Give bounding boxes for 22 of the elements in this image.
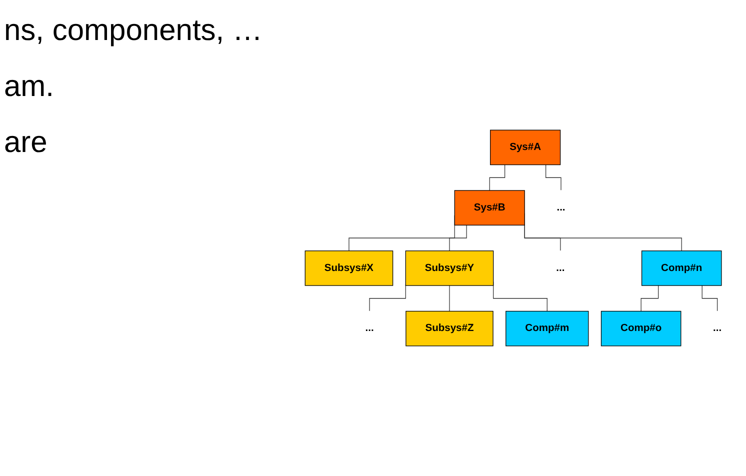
body-text: are	[4, 126, 48, 160]
node-text: ...	[556, 202, 566, 213]
body-text: am.	[4, 70, 56, 104]
node-box: Subsys#Y	[405, 250, 494, 286]
node-box: Subsys#Z	[406, 310, 494, 346]
node-text: ...	[556, 262, 565, 274]
connector	[369, 284, 406, 312]
node-box: Comp#m	[506, 310, 589, 346]
node-text: ...	[713, 322, 722, 334]
node-box: Comp#o	[600, 310, 682, 346]
connector	[449, 285, 450, 312]
body-text: ns, components, …	[4, 14, 264, 48]
connector	[702, 285, 718, 312]
connector	[640, 285, 659, 312]
connector	[545, 164, 562, 191]
connector	[489, 164, 506, 191]
node-box: Subsys#X	[304, 250, 394, 286]
node-box: Comp#n	[641, 250, 722, 286]
node-text: ...	[365, 322, 374, 334]
connector	[449, 224, 467, 252]
node-box: Sys#A	[490, 130, 561, 166]
node-box: Sys#B	[454, 190, 525, 226]
